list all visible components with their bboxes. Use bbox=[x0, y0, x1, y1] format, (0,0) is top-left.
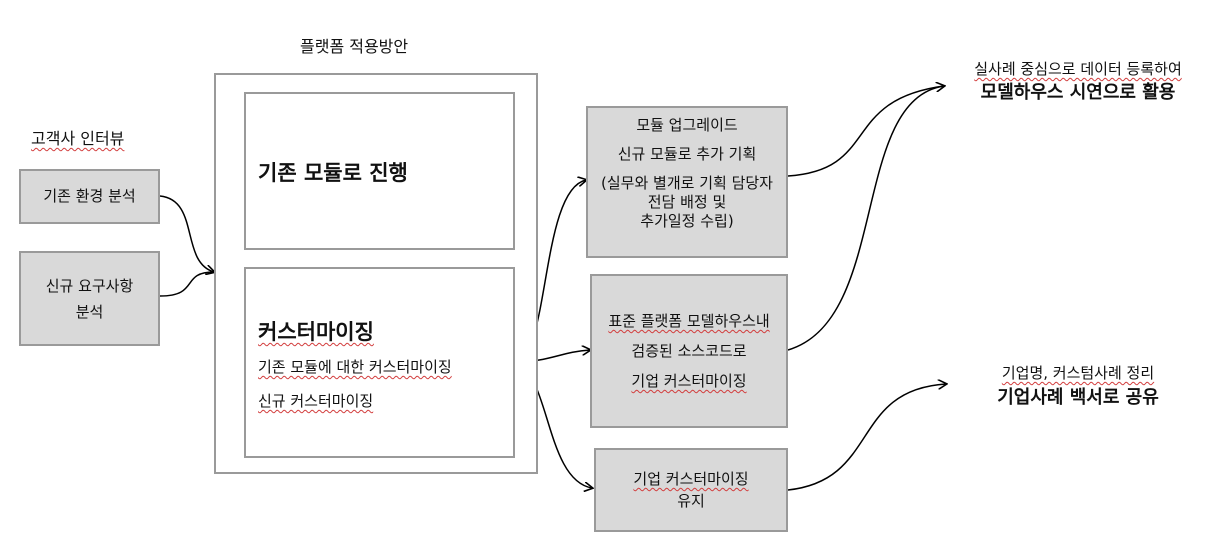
customizing-line1-text: 기존 모듈에 대한 커스터마이징 bbox=[258, 358, 452, 376]
standard-platform-box: 표준 플랫폼 모델하우스내 검증된 소스코드로 기업 커스터마이징 bbox=[590, 274, 788, 428]
existing-analysis-box: 기존 환경 분석 bbox=[19, 169, 160, 224]
share-line1-text: 기업명, 커스텀사례 정리 bbox=[1001, 364, 1155, 382]
requirements-line1: 신규 요구사항 bbox=[45, 276, 134, 295]
maintain-line1-text: 기업 커스터마이징 bbox=[633, 470, 749, 488]
upgrade-line1: 모듈 업그레이드 bbox=[636, 116, 738, 134]
existing-analysis-text: 기존 환경 분석 bbox=[43, 187, 136, 205]
customizing-title: 커스터마이징 bbox=[258, 319, 374, 345]
maintain-line2: 유지 bbox=[677, 492, 705, 510]
module-upgrade-box: 모듈 업그레이드 신규 모듈로 추가 기획 (실무와 별개로 기획 담당자 전담… bbox=[586, 106, 788, 258]
requirements-box: 신규 요구사항 분석 bbox=[19, 251, 160, 346]
upgrade-line4: 전담 배정 및 bbox=[647, 193, 727, 211]
arrow-requirements-to-platform bbox=[159, 271, 215, 297]
demo-line1: 실사례 중심으로 데이터 등록하여 bbox=[948, 59, 1208, 79]
standard-line3: 기업 커스터마이징 bbox=[631, 366, 746, 396]
upgrade-line3: (실무와 별개로 기획 담당자 bbox=[601, 174, 773, 192]
arrow-analysis-to-platform bbox=[159, 195, 214, 272]
platform-title: 플랫폼 적용방안 bbox=[300, 37, 409, 56]
customizing-line2-text: 신규 커스터마이징 bbox=[258, 392, 374, 410]
maintain-box: 기업 커스터마이징 유지 bbox=[594, 448, 788, 532]
arrow-upgrade-to-demo bbox=[787, 86, 944, 177]
customizing-line2: 신규 커스터마이징 bbox=[258, 391, 373, 411]
standard-line1: 표준 플랫폼 모델하우스내 bbox=[608, 306, 769, 336]
customizing-box: 커스터마이징 기존 모듈에 대한 커스터마이징 신규 커스터마이징 bbox=[244, 267, 515, 458]
demo-line2: 모델하우스 시연으로 활용 bbox=[980, 82, 1176, 103]
standard-line2: 검증된 소스코드로 bbox=[631, 342, 747, 360]
arrow-maintain-to-share bbox=[787, 384, 946, 491]
customizing-line1: 기존 모듈에 대한 커스터마이징 bbox=[258, 357, 452, 377]
upgrade-line5: 추가일정 수립) bbox=[640, 212, 734, 230]
interview-label-text: 고객사 인터뷰 bbox=[31, 129, 125, 148]
existing-module-box: 기존 모듈로 진행 bbox=[244, 92, 515, 250]
standard-line1-text: 표준 플랫폼 모델하우스내 bbox=[608, 312, 770, 330]
customizing-title-text: 커스터마이징 bbox=[258, 320, 374, 344]
existing-module-title: 기존 모듈로 진행 bbox=[258, 161, 408, 185]
share-line1: 기업명, 커스텀사례 정리 bbox=[948, 363, 1208, 383]
standard-line3-text: 기업 커스터마이징 bbox=[631, 372, 747, 390]
maintain-line1: 기업 커스터마이징 bbox=[633, 468, 748, 490]
upgrade-line2: 신규 모듈로 추가 기획 bbox=[617, 145, 757, 163]
requirements-line2: 분석 bbox=[75, 302, 104, 321]
arrow-standard-to-demo bbox=[787, 85, 945, 351]
share-line2: 기업사례 백서로 공유 bbox=[997, 387, 1159, 408]
demo-line1-text: 실사례 중심으로 데이터 등록하여 bbox=[974, 60, 1182, 78]
interview-label: 고객사 인터뷰 bbox=[31, 129, 124, 149]
